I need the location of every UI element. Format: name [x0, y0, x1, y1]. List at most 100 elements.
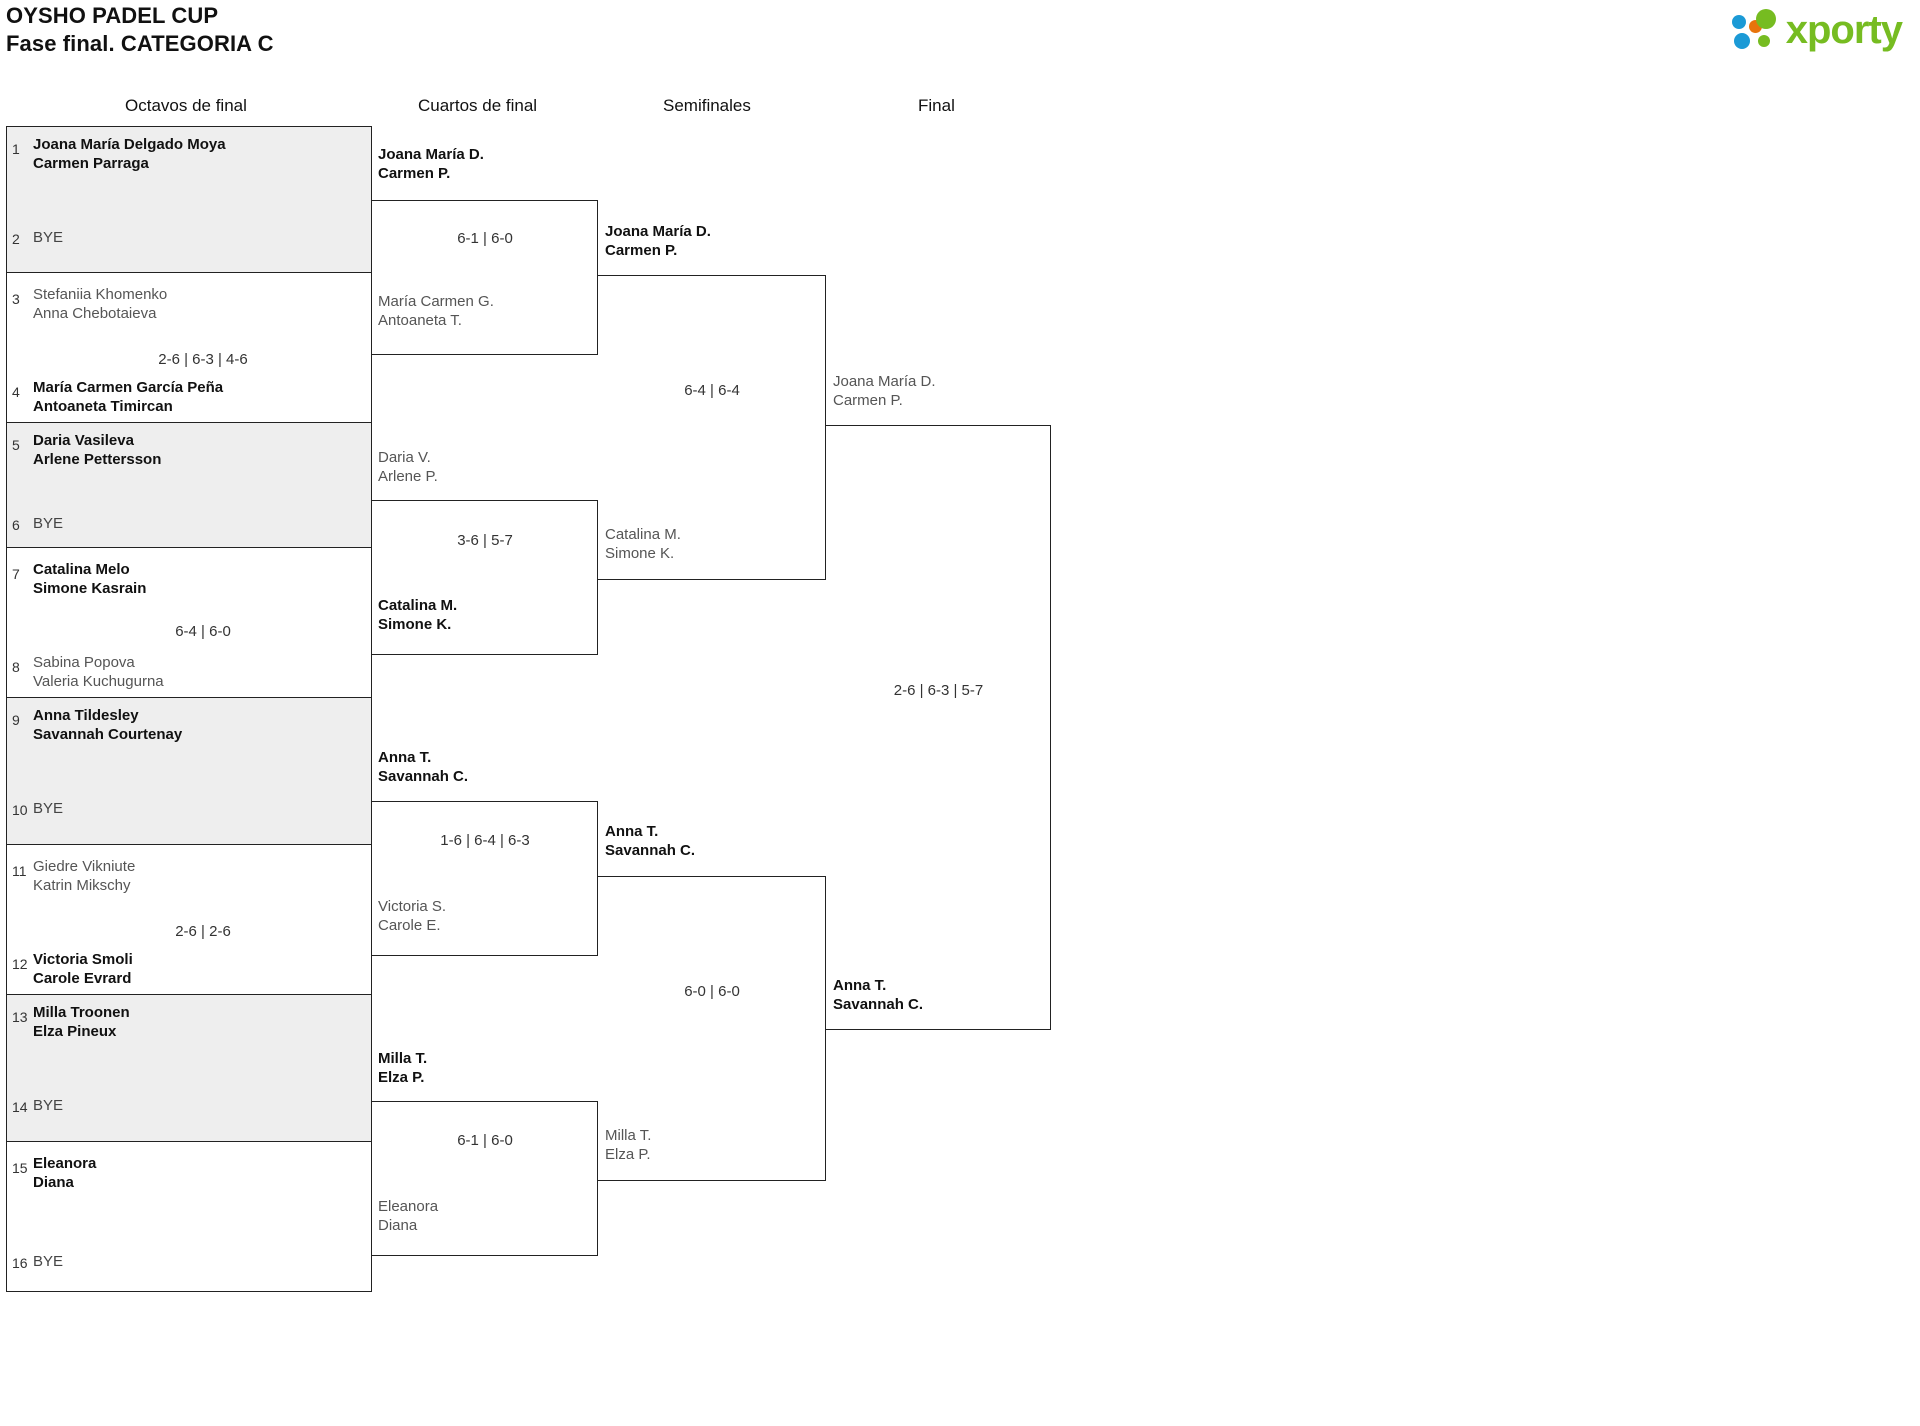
tournament-name: OYSHO PADEL CUP: [6, 3, 219, 28]
seed-number: 8: [12, 659, 20, 675]
team-name: Catalina M.: [378, 597, 458, 614]
team-name: Carmen P.: [378, 165, 451, 182]
seed-number: 16: [12, 1255, 28, 1271]
match-score: 6-1 | 6-0: [457, 1132, 513, 1149]
team-name: Joana María Delgado Moya: [33, 136, 226, 153]
team-name: Carmen P.: [605, 242, 678, 259]
team-name: Antoaneta Timircan: [33, 398, 173, 415]
team-name: Anna Tildesley: [33, 707, 139, 724]
match-r1-5[interactable]: 9 Anna Tildesley Savannah Courtenay 10 B…: [6, 698, 372, 845]
team-name: Milla T.: [378, 1050, 428, 1067]
seed-number: 11: [12, 863, 27, 879]
team-name: Sabina Popova: [33, 654, 135, 671]
team-name: Stefaniia Khomenko: [33, 286, 168, 303]
match-r1-4[interactable]: 7 Catalina Melo Simone Kasrain 6-4 | 6-0…: [6, 548, 372, 698]
match-score: 2-6 | 2-6: [175, 923, 231, 940]
team-name: Simone K.: [605, 545, 675, 562]
match-score: 2-6 | 6-3 | 5-7: [893, 682, 984, 699]
team-name: Savannah C.: [605, 842, 696, 859]
team-name: BYE: [33, 1097, 64, 1114]
team-name: Eleanora: [378, 1198, 439, 1215]
team-name: Anna T.: [833, 977, 887, 994]
seed-number: 2: [12, 231, 20, 247]
connector-qf-4: [372, 1101, 598, 1256]
seed-number: 10: [12, 802, 28, 818]
team-name: Anna T.: [378, 749, 432, 766]
team-name: Arlene Pettersson: [33, 451, 162, 468]
team-name: Diana: [378, 1217, 418, 1234]
seed-number: 1: [12, 141, 20, 157]
team-name: Savannah Courtenay: [33, 726, 183, 743]
round-header-semifinales: Semifinales: [663, 96, 751, 115]
team-name: Carole Evrard: [33, 970, 132, 987]
seed-number: 4: [12, 384, 20, 400]
team-name: Daria V.: [378, 449, 431, 466]
match-score: 6-4 | 6-4: [684, 382, 740, 399]
round-header-final: Final: [918, 96, 955, 115]
match-r1-2[interactable]: 3 Stefaniia Khomenko Anna Chebotaieva 2-…: [6, 273, 372, 423]
xporty-logo: xporty: [1731, 6, 1903, 54]
page-title: OYSHO PADEL CUP Fase final. CATEGORIA C: [6, 2, 906, 58]
team-name: Katrin Mikschy: [33, 877, 131, 894]
connector-final: [826, 425, 1051, 1030]
match-r1-7[interactable]: 13 Milla Troonen Elza Pineux 14 BYE: [6, 995, 372, 1142]
team-name: María Carmen García Peña: [33, 379, 224, 396]
seed-number: 6: [12, 517, 20, 533]
round-header-octavos: Octavos de final: [125, 96, 247, 115]
team-name: Valeria Kuchugurna: [33, 673, 164, 690]
team-name: Victoria S.: [378, 898, 447, 915]
team-name: Carmen P.: [833, 392, 903, 409]
team-name: Elza P.: [378, 1069, 425, 1086]
team-name: Antoaneta T.: [378, 312, 462, 329]
team-name: Savannah C.: [378, 768, 469, 785]
team-name: Diana: [33, 1174, 74, 1191]
match-r1-1[interactable]: 1 Joana María Delgado Moya Carmen Parrag…: [6, 126, 372, 273]
team-name: Simone Kasrain: [33, 580, 147, 597]
round-header-cuartos: Cuartos de final: [418, 96, 538, 115]
team-name: Victoria Smoli: [33, 951, 133, 968]
team-name: Anna Chebotaieva: [33, 305, 157, 322]
team-name: Anna T.: [605, 823, 659, 840]
team-name: BYE: [33, 229, 64, 246]
team-name: Simone K.: [378, 616, 452, 633]
team-name: BYE: [33, 515, 64, 532]
seed-number: 9: [12, 712, 20, 728]
team-name: Milla T.: [605, 1127, 652, 1144]
team-name: Joana María D.: [605, 223, 711, 240]
match-score: 2-6 | 6-3 | 4-6: [158, 351, 248, 368]
seed-number: 13: [12, 1009, 28, 1025]
match-score: 3-6 | 5-7: [457, 532, 513, 549]
team-name: Catalina M.: [605, 526, 681, 543]
match-r1-3[interactable]: 5 Daria Vasileva Arlene Pettersson 6 BYE: [6, 423, 372, 548]
team-name: Elza Pineux: [33, 1023, 117, 1040]
match-r1-6[interactable]: 11 Giedre Vikniute Katrin Mikschy 2-6 | …: [6, 845, 372, 995]
seed-number: 3: [12, 291, 20, 307]
connector-sf-2: [598, 876, 826, 1181]
team-name: Carole E.: [378, 917, 441, 934]
logo-wordmark: xporty: [1785, 8, 1903, 52]
team-name: Giedre Vikniute: [33, 858, 136, 875]
connector-qf-3: [372, 801, 598, 956]
match-score: 6-1 | 6-0: [457, 230, 513, 247]
match-score: 6-4 | 6-0: [175, 623, 231, 640]
team-name: Catalina Melo: [33, 561, 130, 578]
team-name: Elza P.: [605, 1146, 651, 1163]
match-r1-8[interactable]: 15 Eleanora Diana 16 BYE: [6, 1142, 372, 1292]
team-name: Joana María D.: [833, 373, 936, 390]
match-score: 1-6 | 6-4 | 6-3: [440, 832, 530, 849]
connector-qf-1: [372, 200, 598, 355]
team-name: BYE: [33, 800, 64, 817]
team-name: Carmen Parraga: [33, 155, 149, 172]
match-score: 6-0 | 6-0: [684, 983, 740, 1000]
team-name: BYE: [33, 1253, 64, 1270]
team-name: Joana María D.: [378, 146, 484, 163]
logo-dots-icon: [1731, 9, 1780, 51]
seed-number: 14: [12, 1099, 28, 1115]
team-name: Arlene P.: [378, 468, 438, 485]
team-name: Savannah C.: [833, 996, 924, 1013]
tournament-phase: Fase final. CATEGORIA C: [6, 31, 274, 56]
team-name: Milla Troonen: [33, 1004, 130, 1021]
seed-number: 15: [12, 1160, 28, 1176]
seed-number: 7: [12, 566, 20, 582]
connector-qf-2: [372, 500, 598, 655]
